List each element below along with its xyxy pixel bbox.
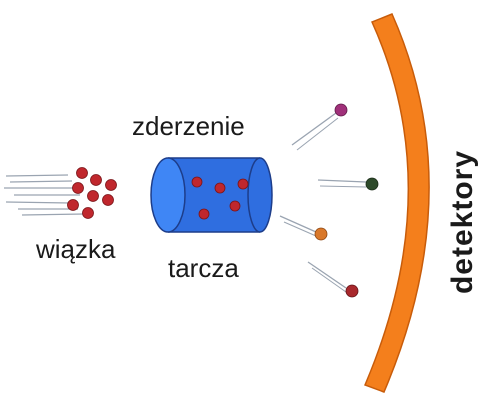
scattered-particle-green xyxy=(318,178,378,190)
target-cylinder xyxy=(151,158,272,232)
beam-particles xyxy=(68,168,117,219)
beam-label: wiązka xyxy=(36,236,115,262)
target-front-face xyxy=(151,158,185,232)
beam-particle xyxy=(68,200,79,211)
beam-particle xyxy=(83,208,94,219)
beam-particle xyxy=(73,183,84,194)
beam-particle xyxy=(77,168,88,179)
scattered-particles xyxy=(280,104,378,297)
beam-particle xyxy=(106,180,117,191)
beam-particle xyxy=(88,191,99,202)
beam-particle xyxy=(91,175,102,186)
scattered-particle-red xyxy=(308,262,358,297)
collision-label: zderzenie xyxy=(132,113,245,139)
detectors-label: detektory xyxy=(446,150,480,294)
beam-particle xyxy=(103,195,114,206)
scattered-particle-orange xyxy=(280,216,327,240)
target-back-end xyxy=(248,158,272,232)
target-label: tarcza xyxy=(168,255,239,281)
scattered-particle-purple xyxy=(292,104,347,150)
detector-arc xyxy=(365,14,429,392)
